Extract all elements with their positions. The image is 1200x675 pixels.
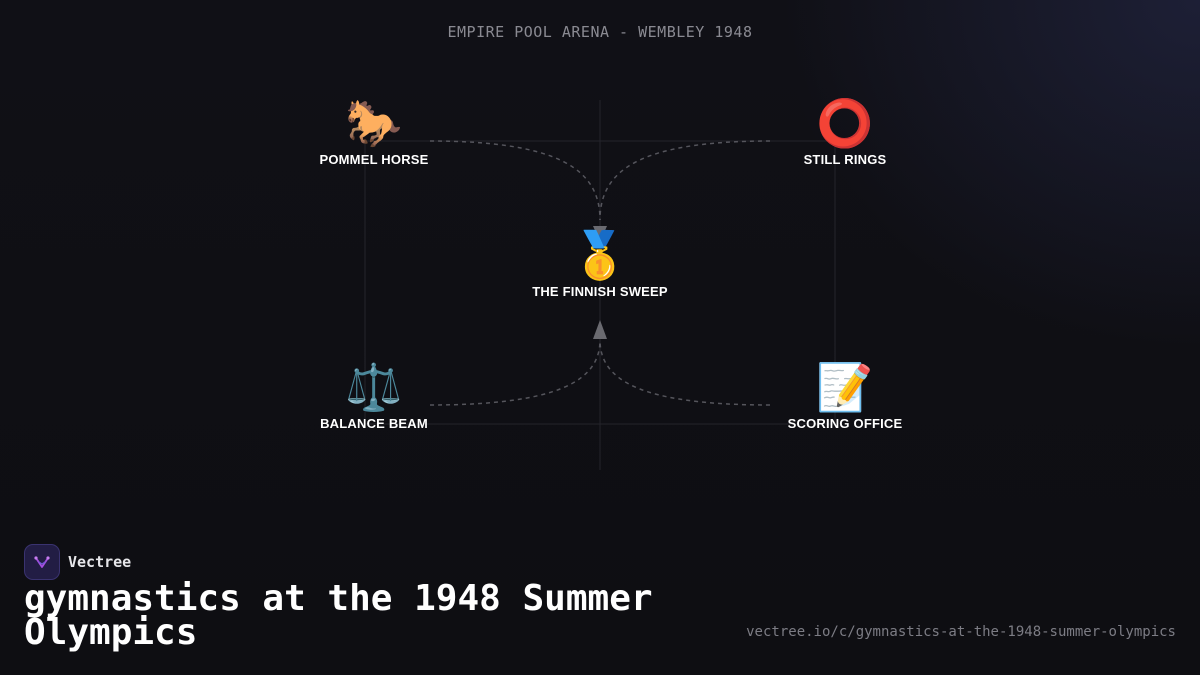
horse-icon: 🐎 <box>345 96 403 150</box>
arrow-down-icon <box>593 226 607 242</box>
node-finnish-sweep[interactable]: 🥇 THE FINNISH SWEEP <box>500 228 700 299</box>
connector-still-rings <box>599 140 771 221</box>
brand[interactable]: Vectree <box>24 544 131 580</box>
frame-lines <box>364 100 836 470</box>
ring-icon: ⭕ <box>816 96 874 150</box>
node-label: BALANCE BEAM <box>320 416 428 431</box>
page-url[interactable]: vectree.io/c/gymnastics-at-the-1948-summ… <box>746 624 1176 640</box>
page-title: gymnastics at the 1948 Summer Olympics <box>24 578 653 653</box>
connector-scoring-office <box>599 339 771 406</box>
scales-icon: ⚖️ <box>345 360 403 414</box>
node-label: STILL RINGS <box>803 152 887 167</box>
dashed-connectors <box>429 140 771 406</box>
gold-medal-icon: 🥇 <box>571 228 629 282</box>
memo-icon: 📝 <box>816 360 874 414</box>
node-label: SCORING OFFICE <box>787 416 903 431</box>
vectree-logo-icon <box>24 544 60 580</box>
connector-balance-beam <box>429 339 601 406</box>
node-still-rings[interactable]: ⭕ STILL RINGS <box>745 96 945 167</box>
node-label: POMMEL HORSE <box>319 152 429 167</box>
connector-pommel-horse <box>429 140 601 221</box>
arrow-up-icon <box>593 320 607 339</box>
node-label: THE FINNISH SWEEP <box>532 284 668 299</box>
node-scoring-office[interactable]: 📝 SCORING OFFICE <box>745 360 945 431</box>
node-balance-beam[interactable]: ⚖️ BALANCE BEAM <box>274 360 474 431</box>
node-pommel-horse[interactable]: 🐎 POMMEL HORSE <box>274 96 474 167</box>
venue-caption: EMPIRE POOL ARENA - WEMBLEY 1948 <box>447 23 753 41</box>
brand-name: Vectree <box>68 553 132 571</box>
